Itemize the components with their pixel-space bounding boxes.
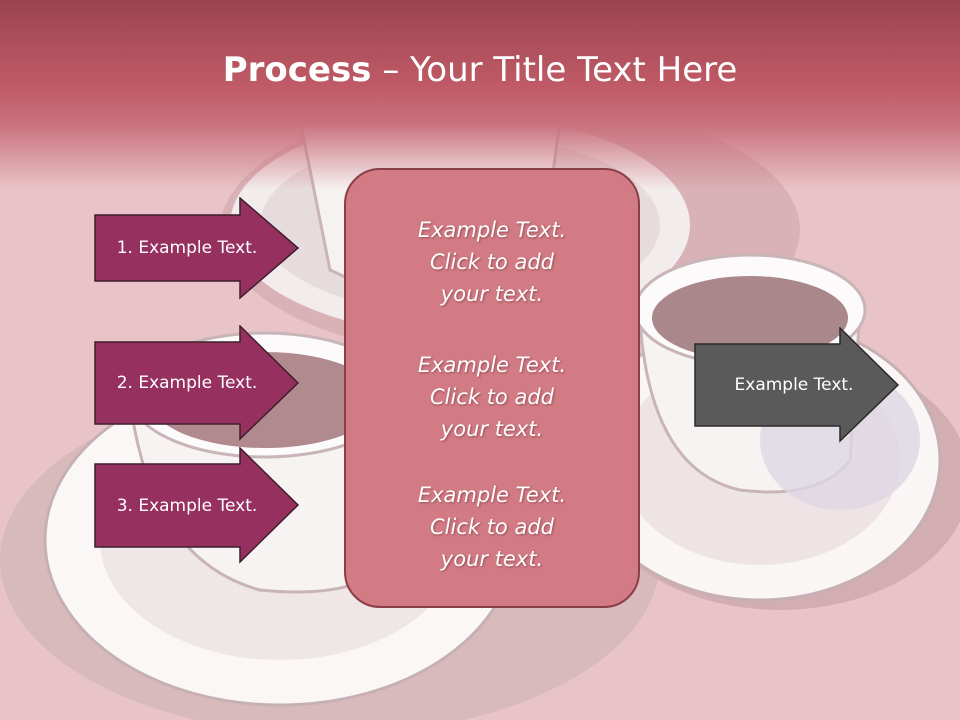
center-line: Example Text. [417,353,567,377]
slide-title[interactable]: Process – Your Title Text Here [0,50,960,90]
step-arrow-1[interactable]: 1. Example Text. [94,197,300,300]
step-label-2: 2. Example Text. [116,373,258,393]
center-line: Click to add [429,250,554,274]
center-line: Example Text. [417,483,567,507]
right-arrow-icon [694,327,900,443]
center-block-3: Example Text. Click to add your text. [346,479,638,575]
center-block-2: Example Text. Click to add your text. [346,349,638,445]
right-arrow-icon [94,325,300,441]
center-line: Click to add [429,385,554,409]
title-rest: – Your Title Text Here [371,50,738,90]
step-label-1: 1. Example Text. [116,238,258,258]
step-arrow-2[interactable]: 2. Example Text. [94,325,300,441]
center-line: Example Text. [417,218,567,242]
center-block-1: Example Text. Click to add your text. [346,214,638,310]
result-arrow[interactable]: Example Text. [694,327,900,443]
center-text-box[interactable]: Example Text. Click to add your text. Ex… [344,168,640,608]
right-arrow-icon [94,447,300,564]
result-label: Example Text. [734,375,854,395]
title-bar [0,0,960,190]
right-arrow-icon [94,197,300,300]
center-line: your text. [440,282,544,306]
title-bold: Process [222,50,372,90]
center-line: Click to add [429,515,554,539]
center-line: your text. [440,417,544,441]
step-label-3: 3. Example Text. [116,495,258,516]
center-line: your text. [440,547,544,571]
step-arrow-3[interactable]: 3. Example Text. [94,447,300,564]
